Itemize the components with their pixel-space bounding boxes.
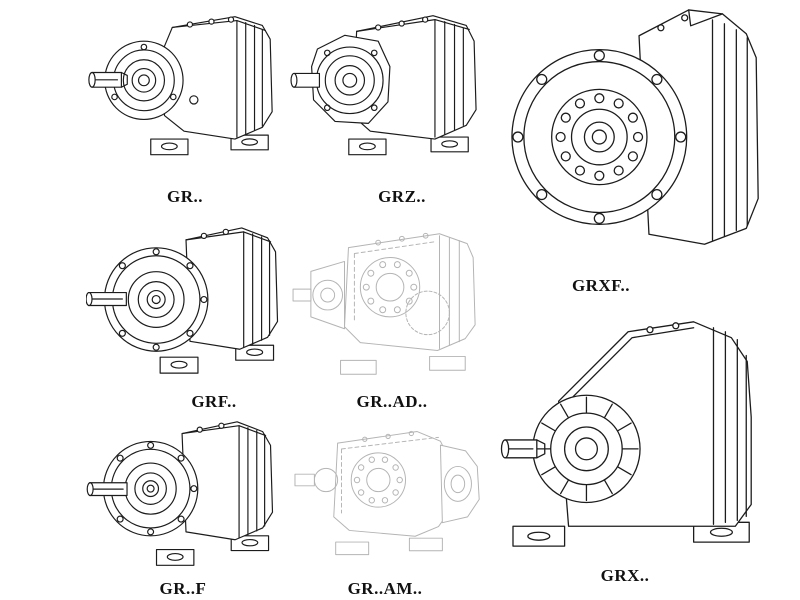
figure-grz (288, 2, 484, 188)
gearbox-drawing-grf (86, 227, 279, 374)
label-grxf: GRXF.. (571, 276, 631, 295)
label-grz: GRZ.. (378, 187, 426, 206)
figure-grf-foot (86, 410, 286, 582)
figure-grf (86, 212, 291, 396)
gearbox-drawing-grx (500, 321, 752, 547)
gearbox-drawing-gram (294, 430, 480, 556)
figure-grad (290, 210, 495, 398)
label-grf: GRF.. (191, 392, 237, 411)
label-grad: GR..AD.. (356, 392, 428, 411)
figure-grx (498, 298, 793, 564)
figure-grxf (500, 0, 788, 276)
figure-gr (88, 2, 284, 188)
gearbox-drawing-gr (88, 16, 273, 156)
label-gram: GR..AM.. (347, 579, 423, 598)
gearbox-drawing-grxf (511, 9, 759, 245)
gearbox-drawing-grf-foot (86, 421, 274, 566)
label-grf-foot: GR..F (159, 579, 207, 598)
label-grx: GRX.. (600, 566, 650, 585)
gearbox-drawing-grad (292, 232, 476, 375)
figure-gram (290, 416, 490, 576)
gearbox-drawing-grz (290, 15, 477, 156)
label-gr: GR.. (167, 187, 203, 206)
